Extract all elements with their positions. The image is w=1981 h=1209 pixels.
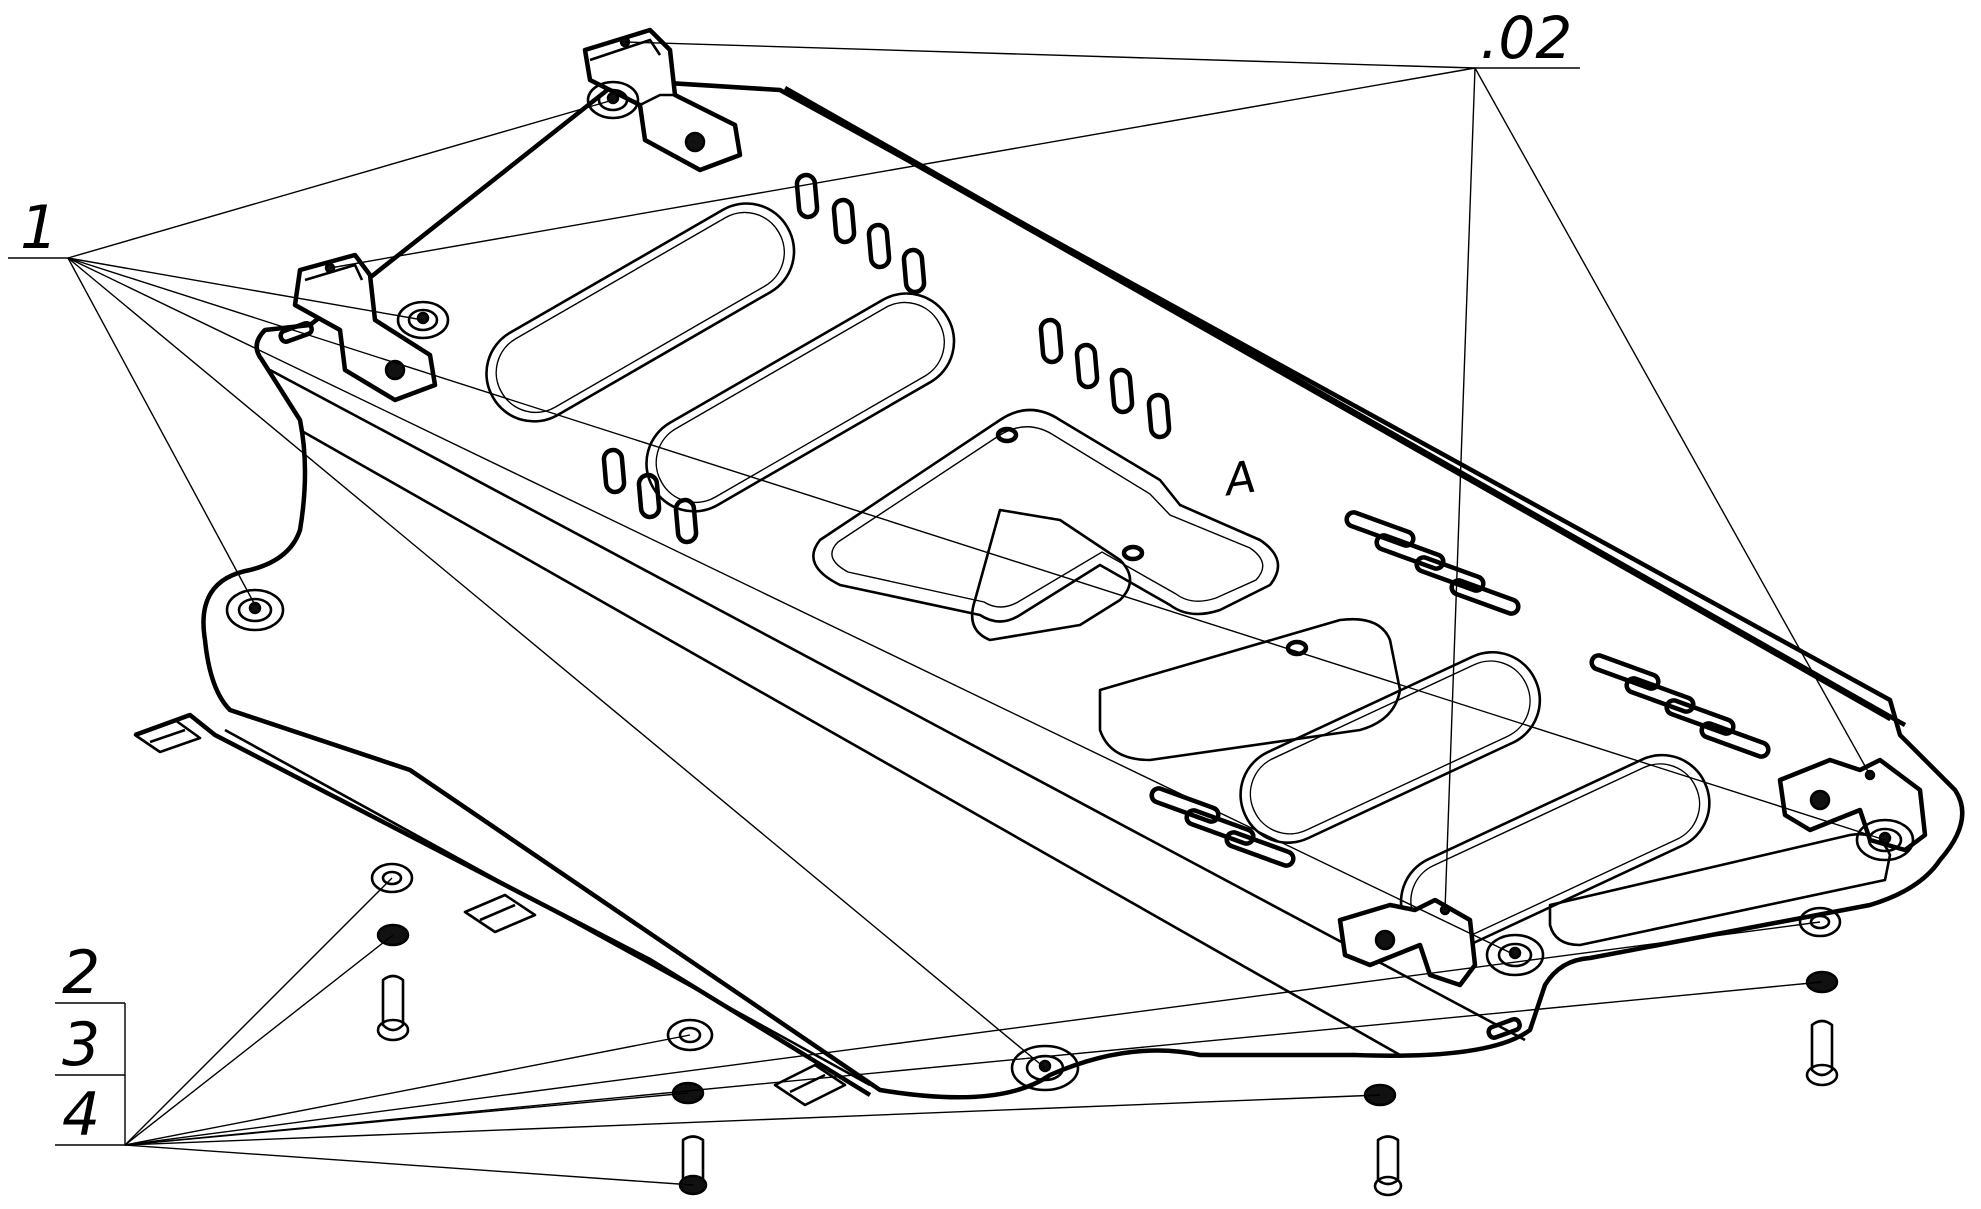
leader-lines-part-1 [8, 99, 1886, 1069]
leader-lines-part-02 [329, 41, 1871, 911]
boss-3 [225, 588, 285, 632]
plate-outline [201, 77, 1965, 1100]
fastener-set-4 [1798, 906, 1842, 1087]
plate-rear-edge [783, 86, 1907, 727]
embossed-ribs [485, 202, 1892, 952]
plate-bend-line-1 [269, 368, 1526, 1042]
callout-part-3: 3 [62, 1010, 100, 1080]
callout-part-1: 1 [20, 193, 58, 263]
front-flange-lip [224, 728, 871, 1087]
fastener-set-1 [370, 862, 414, 1042]
callout-part-02: .02 [1480, 4, 1572, 72]
boss-5 [1485, 933, 1545, 977]
callout-part-2: 2 [62, 938, 100, 1008]
vent-slots-top [601, 172, 1172, 545]
leader-lines-parts-2-3-4 [55, 877, 1823, 1186]
bracket-right [1777, 757, 1928, 853]
plate-bend-line-2 [299, 428, 1401, 1057]
flange-tabs [133, 718, 847, 1107]
pilot-holes [278, 320, 1522, 1040]
boss-2 [396, 300, 450, 340]
fastener-set-3 [1363, 1083, 1403, 1197]
vent-slots-side [1149, 510, 1771, 868]
skid-plate: A [133, 77, 1965, 1107]
bracket-lower [1337, 897, 1478, 988]
plate-rear-edge-inner [799, 98, 1891, 722]
callout-part-4: 4 [62, 1080, 100, 1150]
callout-stack [55, 1002, 126, 1145]
fastener-set-2 [666, 1018, 714, 1196]
